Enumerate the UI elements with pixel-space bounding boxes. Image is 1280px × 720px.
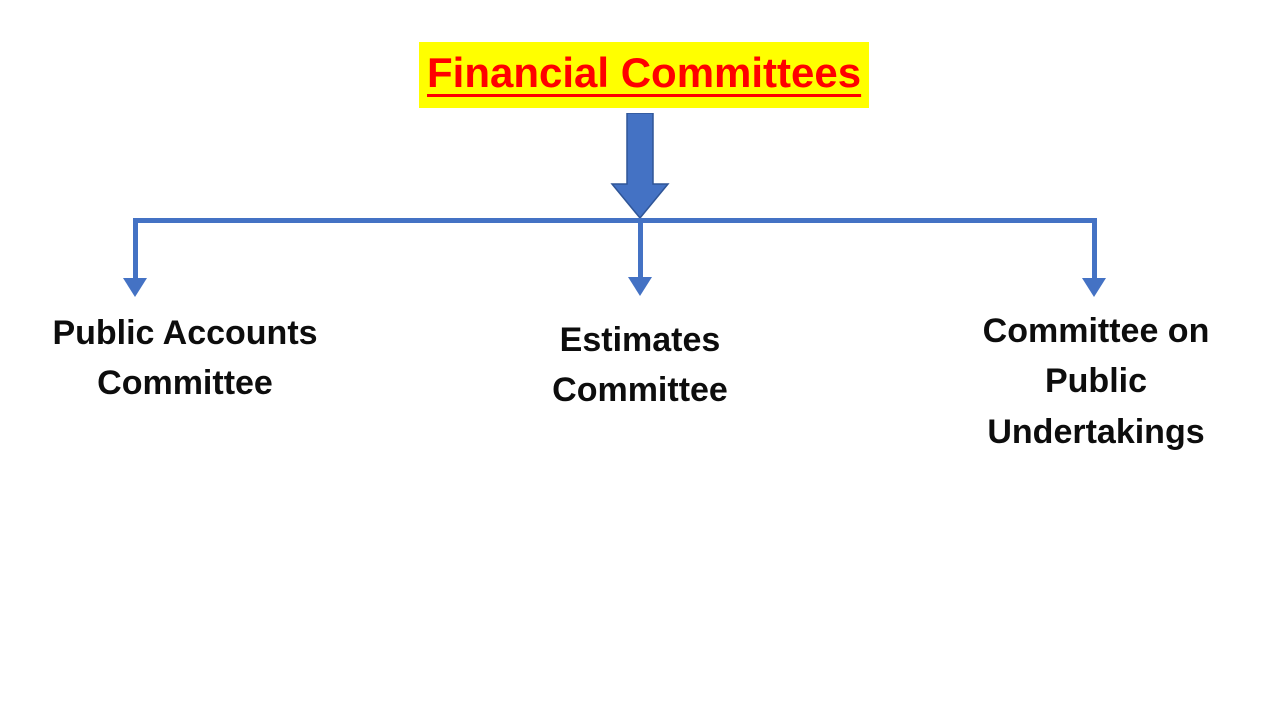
big-down-arrow-icon (610, 113, 670, 219)
branch-label-committee-on-public-undertakings: Committee on Public Undertakings (982, 312, 1210, 451)
arrowhead-left-icon (123, 278, 147, 297)
connector-right-drop (1092, 218, 1097, 279)
connector-center-drop (638, 223, 643, 278)
diagram-title: Financial Committees (419, 42, 870, 109)
connector-horizontal-line (133, 218, 1097, 223)
branch-label-public-accounts-committee: Public Accounts Committee (52, 314, 318, 403)
connector-left-drop (133, 218, 138, 279)
arrowhead-right-icon (1082, 278, 1106, 297)
arrowhead-center-icon (628, 277, 652, 296)
branch-label-estimates-committee: Estimates Committee (552, 321, 728, 410)
